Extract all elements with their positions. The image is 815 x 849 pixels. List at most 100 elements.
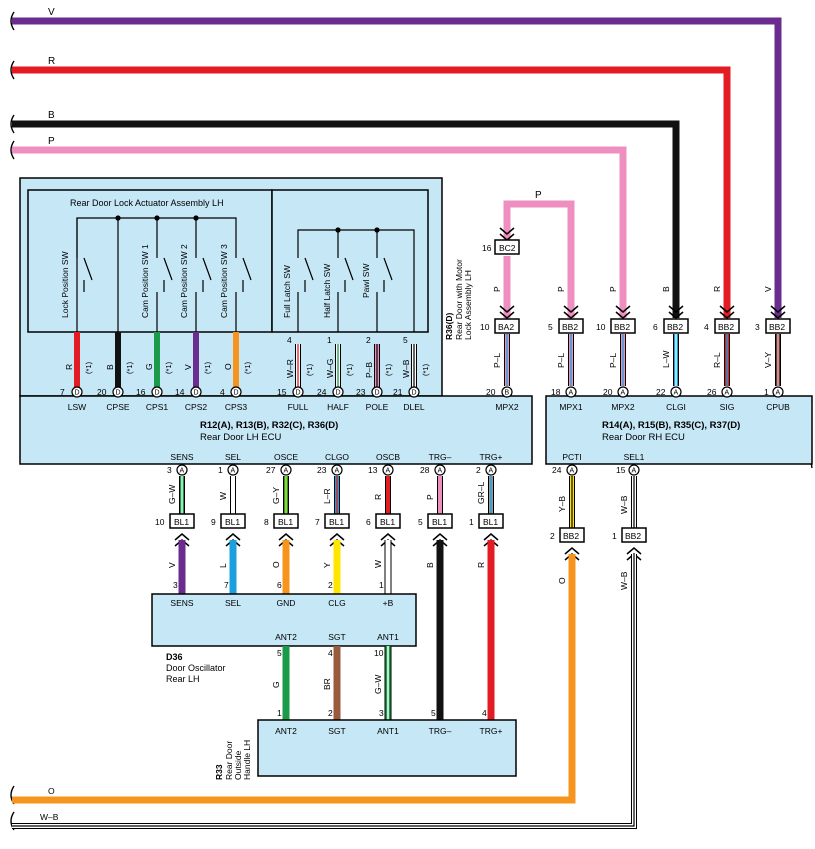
connector-pin: 1: [612, 531, 617, 541]
pin-label: CLGO: [325, 452, 349, 462]
wire-color-label: B: [48, 110, 55, 121]
pin-conn: A: [621, 390, 626, 397]
pin-label: SEL: [225, 452, 241, 462]
wire-color-label: O: [557, 577, 567, 584]
pin-number: 14: [175, 387, 185, 397]
handle-label: R33 Rear Door Outside Handle LH: [214, 740, 252, 780]
wire-color-label: G–W: [167, 485, 177, 504]
bottom-long-labels: O W–B O W–B: [40, 571, 629, 822]
pin-conn: D: [116, 390, 121, 397]
wire-color-label: W: [373, 560, 383, 568]
pin-number: 20: [97, 387, 107, 397]
wire-color-label: V: [48, 7, 55, 18]
connector-pin: 3: [755, 322, 760, 332]
connector-pin: 6: [366, 517, 371, 527]
pin-label: LSW: [68, 402, 86, 412]
pin-number: 1: [277, 708, 282, 718]
wire-color-label: O: [48, 786, 55, 796]
pin-conn: D: [296, 390, 301, 397]
pin-number: 10: [374, 648, 384, 658]
pin-number: 20: [603, 387, 613, 397]
top-wire-labels: V R B P: [48, 7, 55, 147]
star-note: (*1): [384, 363, 393, 376]
side-code: R36(D): [444, 312, 454, 340]
connector-name: BL1: [278, 517, 293, 527]
connector-pin: 8: [264, 517, 269, 527]
wire-color-label: G: [144, 363, 154, 370]
antenna-wires: [282, 646, 392, 720]
connector-pin: 7: [315, 517, 320, 527]
pin-number: 1: [379, 580, 384, 590]
pin-conn: A: [386, 468, 391, 475]
bb2-bottom-connectors: BB2 BB2 2 1: [550, 527, 647, 561]
oscillator-name: Rear LH: [166, 674, 200, 684]
pin-label: CLGI: [666, 402, 686, 412]
pin-conn: A: [489, 468, 494, 475]
bl1-down-wires: [178, 540, 495, 720]
wire-orange-return: [12, 554, 576, 804]
wire-color-label: V–Y: [763, 352, 773, 368]
connector-pin: 9: [211, 517, 216, 527]
switch-label: Cam Position SW 2: [179, 244, 189, 318]
pin-number: 1: [218, 465, 223, 475]
pin-conn: A: [284, 468, 289, 475]
pin-conn: A: [725, 390, 730, 397]
pin-label: FULL: [288, 402, 309, 412]
pin-number: 22: [656, 387, 666, 397]
pin-conn: D: [375, 390, 380, 397]
motor-lock-label: R36(D) Rear Door with Motor Lock Assembl…: [444, 259, 473, 340]
connector-name: BB2: [562, 322, 578, 332]
pin-label: ANT1: [377, 632, 399, 642]
pin-number: 1: [327, 335, 332, 345]
pin-number: 2: [476, 465, 481, 475]
star-note: (*1): [345, 363, 354, 376]
pin-number: 24: [552, 465, 562, 475]
wire-color-label: GR–L: [476, 482, 486, 504]
pin-label: CPSE: [106, 402, 129, 412]
lh-ecu-name: Rear Door LH ECU: [200, 432, 281, 443]
pin-number: 7: [224, 580, 229, 590]
pin-conn: D: [155, 390, 160, 397]
pin-number: 15: [277, 387, 287, 397]
connector-name: BB2: [563, 531, 579, 541]
wire-color-label: O: [271, 561, 281, 568]
handle-box: [257, 719, 517, 777]
pin-label: TRG–: [429, 452, 452, 462]
pin-conn: D: [75, 390, 80, 397]
wire-color-label: W–B: [401, 359, 411, 378]
pin-label: CPS1: [146, 402, 168, 412]
oscillator-top-pins: 3 7 6 2 1 SENS SEL GND CLG +B ANT2 SGT A…: [170, 580, 399, 642]
pin-label: SIG: [720, 402, 735, 412]
wire-color-label: W–G: [325, 359, 335, 378]
connector-pin: 10: [155, 517, 165, 527]
pin-number: 18: [551, 387, 561, 397]
oscillator-box: [151, 593, 417, 647]
wire-color-label: O: [223, 363, 233, 370]
pin-number: 2: [366, 335, 371, 345]
wire-color-label: B: [661, 286, 671, 292]
pin-conn: A: [632, 468, 637, 475]
connector-name: BL1: [174, 517, 189, 527]
connector-pin: 2: [550, 531, 555, 541]
wire-color-label: B: [105, 364, 115, 370]
wire-color-label: R: [476, 562, 486, 568]
antenna-wire-labels: 5 4 10 G BR G–W: [271, 648, 384, 694]
pin-label: SEL: [225, 598, 241, 608]
wire-color-label: P: [535, 190, 542, 201]
wire-color-label: P: [48, 136, 55, 147]
bl1-down-labels: V L O Y W B R: [167, 560, 486, 568]
pin-label: SENS: [170, 452, 193, 462]
wire-color-label: W–R: [285, 359, 295, 378]
rh-bottom-pins: PCTI SEL1 A A 24 15: [552, 452, 645, 476]
pin-label: MPX2: [611, 402, 634, 412]
lh-to-bl1-wires: [179, 476, 494, 514]
handle-name: Outside: [233, 750, 243, 780]
pin-conn: B: [505, 390, 510, 397]
star-note: (*1): [125, 361, 134, 374]
lh-ecu-body: [19, 395, 533, 465]
star-note: (*1): [421, 363, 430, 376]
pin-conn: D: [412, 390, 417, 397]
wire-color-label: G: [271, 681, 281, 688]
rh-ecu-name: Rear Door RH ECU: [602, 432, 685, 443]
pin-label: CPS2: [185, 402, 207, 412]
